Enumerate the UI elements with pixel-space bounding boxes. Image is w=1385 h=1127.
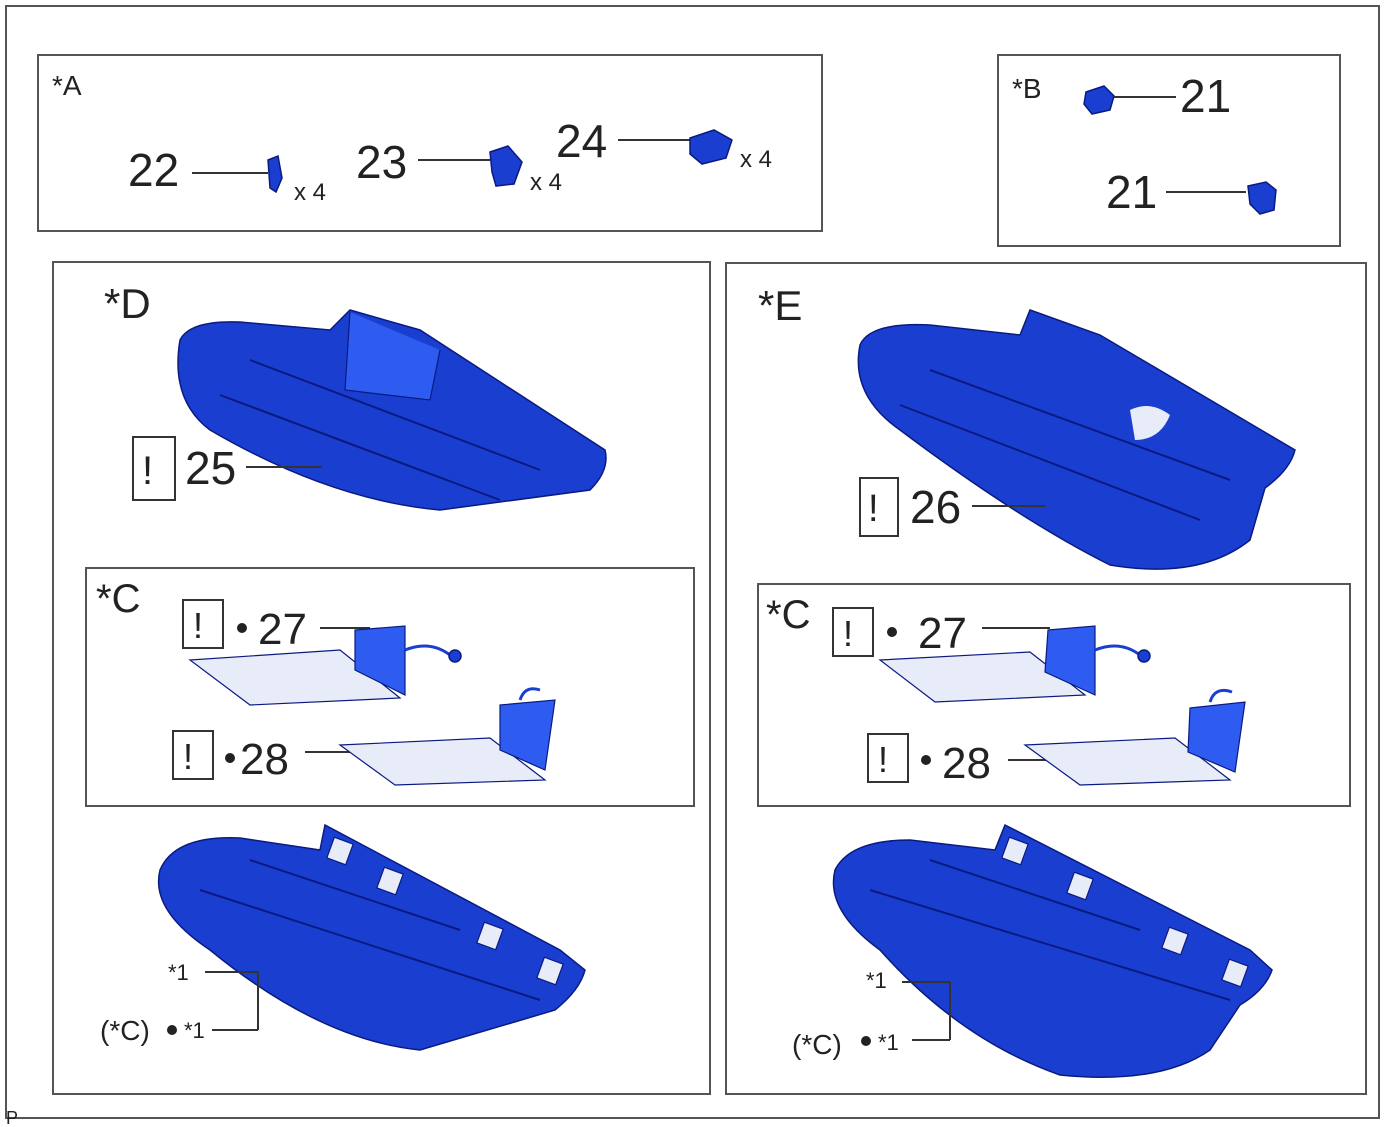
part-23-qty: x 4 bbox=[530, 169, 562, 196]
warning-icon-27-right: ! bbox=[843, 613, 853, 654]
bullet-c-ref-left bbox=[167, 1025, 177, 1035]
note-star1-right: *1 bbox=[866, 968, 887, 993]
part-21a-label: 21 bbox=[1180, 70, 1231, 122]
warning-icon-25: ! bbox=[142, 449, 153, 493]
warning-box-25 bbox=[132, 436, 176, 501]
warning-icon-27-left: ! bbox=[193, 605, 203, 646]
note-c-ref-right: (*C) bbox=[792, 1029, 842, 1060]
part-22-qty: x 4 bbox=[294, 179, 326, 206]
part-24-qty: x 4 bbox=[740, 146, 772, 173]
warning-icon-26: ! bbox=[868, 488, 879, 530]
note-star1c-right: *1 bbox=[878, 1030, 899, 1055]
part-21a-hook-icon bbox=[1083, 85, 1115, 115]
part-28-left-label: 28 bbox=[240, 735, 289, 784]
part-24-label: 24 bbox=[556, 115, 607, 167]
seat-cushion-left bbox=[157, 823, 586, 1051]
part-22-clip-icon bbox=[267, 154, 283, 194]
bullet-27-right bbox=[887, 627, 897, 637]
part-21b-label: 21 bbox=[1106, 166, 1157, 218]
part-24-clip-icon bbox=[689, 129, 733, 165]
bullet-28-left bbox=[225, 753, 235, 763]
part-22-label: 22 bbox=[128, 144, 179, 196]
part-27-left-label: 27 bbox=[258, 605, 307, 654]
outer-frame bbox=[5, 5, 1380, 1119]
box-a bbox=[37, 54, 823, 232]
warning-box-26 bbox=[859, 477, 899, 537]
heater-mat-27-right bbox=[878, 625, 1151, 703]
part-26-label: 26 bbox=[910, 481, 961, 533]
box-c-right-label: *C bbox=[766, 593, 810, 637]
bullet-28-right bbox=[921, 755, 931, 765]
heater-mat-28-right bbox=[1023, 688, 1246, 786]
box-b bbox=[997, 54, 1341, 247]
corner-mark: P bbox=[6, 1108, 18, 1127]
part-21b-hook-icon bbox=[1247, 181, 1277, 215]
warning-icon-28-right: ! bbox=[878, 739, 888, 780]
part-28-right-label: 28 bbox=[942, 739, 991, 788]
note-star1c-left: *1 bbox=[184, 1018, 205, 1043]
heater-mat-27-left bbox=[188, 625, 462, 706]
bullet-c-ref-right bbox=[861, 1036, 871, 1046]
box-d bbox=[52, 261, 711, 1095]
seat-cover-26 bbox=[857, 309, 1296, 570]
box-d-label: *D bbox=[104, 280, 151, 327]
box-e bbox=[725, 262, 1367, 1095]
warning-box-28-left bbox=[172, 730, 214, 780]
seat-cover-25 bbox=[177, 309, 607, 511]
note-c-ref-left: (*C) bbox=[100, 1015, 150, 1046]
warning-box-27-left bbox=[182, 599, 224, 649]
part-27-right-label: 27 bbox=[918, 609, 967, 658]
part-23-clip-icon bbox=[489, 145, 523, 187]
box-a-label: *A bbox=[52, 70, 82, 101]
note-star1-left: *1 bbox=[168, 960, 189, 985]
part-25-label: 25 bbox=[185, 442, 236, 494]
part-23-label: 23 bbox=[356, 136, 407, 188]
box-b-label: *B bbox=[1012, 73, 1042, 104]
bullet-27-left bbox=[237, 623, 247, 633]
box-c-left bbox=[85, 567, 695, 807]
warning-icon-28-left: ! bbox=[183, 736, 193, 777]
warning-box-28-right bbox=[867, 733, 909, 783]
box-e-label: *E bbox=[758, 282, 802, 329]
seat-cushion-right bbox=[832, 823, 1273, 1078]
warning-box-27-right bbox=[832, 607, 874, 657]
box-c-left-label: *C bbox=[96, 577, 140, 621]
box-c-right bbox=[757, 583, 1351, 807]
heater-mat-28-left bbox=[338, 687, 556, 786]
